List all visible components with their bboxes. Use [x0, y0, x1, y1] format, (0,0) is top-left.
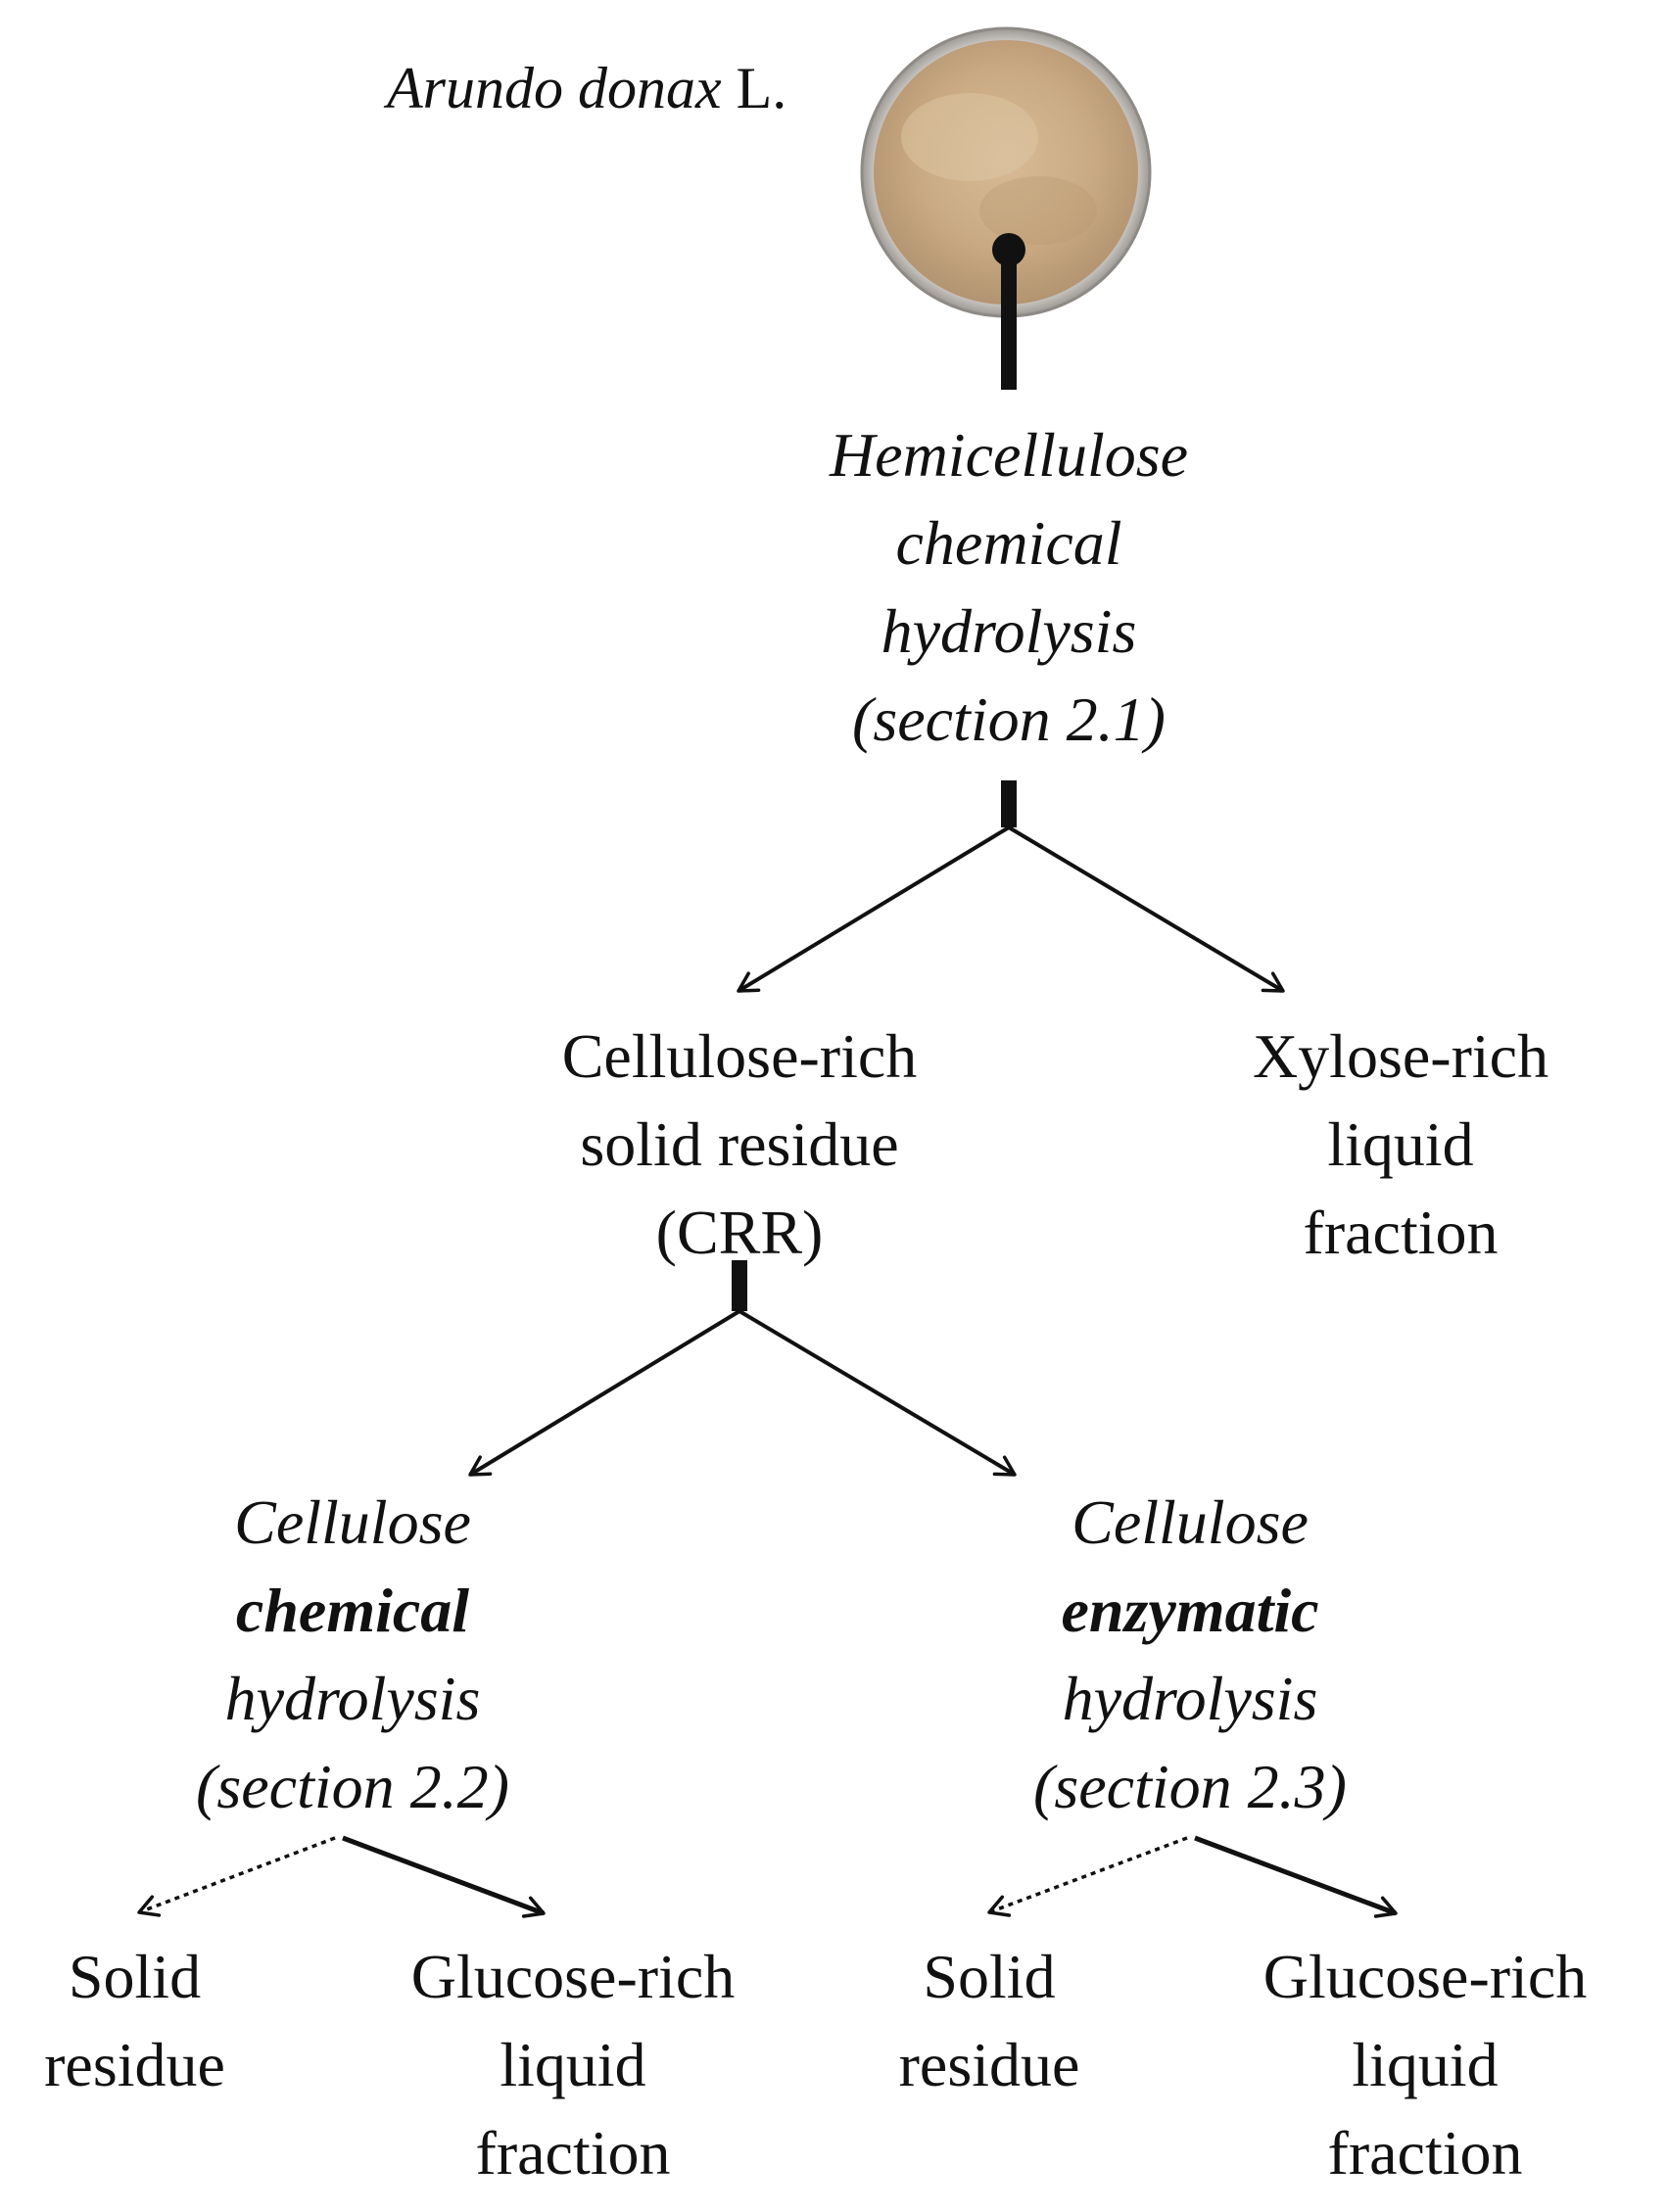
node-line: Solid — [923, 1942, 1056, 2011]
dotted-arrow-chemical-solid — [137, 1836, 336, 1917]
node-line: hydrolysis — [881, 596, 1137, 666]
node-line: chemical — [895, 508, 1122, 578]
node-cellulose-rich-residue: Cellulose-rich solid residue (CRR) — [470, 1012, 1009, 1277]
node-enzymatic-glucose-fraction: Glucose-rich liquid fraction — [1205, 1933, 1645, 2197]
node-line: (CRR) — [655, 1198, 824, 1267]
sample-dish-image — [860, 26, 1152, 318]
node-line: (section 2.1) — [852, 684, 1166, 754]
species-name: Arundo donax — [387, 56, 722, 120]
node-hemicellulose-hydrolysis: Hemicellulose chemical hydrolysis (secti… — [764, 411, 1254, 764]
node-line-emphasis: chemical — [235, 1576, 470, 1645]
species-authority: L. — [736, 56, 787, 120]
node-line-emphasis: enzymatic — [1061, 1576, 1319, 1645]
arrow-to-enzymatic — [738, 1309, 1017, 1477]
node-cellulose-chemical-hydrolysis: Cellulose chemical hydrolysis (section 2… — [127, 1479, 578, 1831]
node-line: Glucose-rich — [1262, 1942, 1588, 2011]
node-line: Solid — [68, 1942, 202, 2011]
node-line: Xylose-rich — [1252, 1021, 1549, 1091]
node-line: residue — [44, 2030, 225, 2099]
node-cellulose-enzymatic-hydrolysis: Cellulose enzymatic hydrolysis (section … — [965, 1479, 1415, 1831]
node-line: Glucose-rich — [410, 1942, 736, 2011]
node-chemical-glucose-fraction: Glucose-rich liquid fraction — [353, 1933, 793, 2197]
node-enzymatic-solid-residue: Solid residue — [852, 1933, 1126, 2109]
connector-stem-top — [1001, 250, 1017, 390]
node-line: Cellulose — [234, 1487, 471, 1557]
arrow-to-crr — [737, 825, 1011, 993]
dotted-arrow-enzymatic-solid — [987, 1836, 1188, 1917]
species-label: Arundo donax L. — [387, 49, 786, 127]
node-line: fraction — [1303, 1198, 1499, 1267]
node-line: liquid — [1327, 1109, 1474, 1179]
arrow-to-xylose — [1007, 825, 1285, 993]
node-line: liquid — [1352, 2030, 1499, 2099]
node-line: Hemicellulose — [829, 420, 1189, 490]
node-line: fraction — [1327, 2118, 1523, 2188]
arrow-enzymatic-liquid — [1194, 1835, 1398, 1918]
node-line: residue — [898, 2030, 1080, 2099]
node-line: liquid — [500, 2030, 646, 2099]
node-line: solid residue — [580, 1109, 899, 1179]
node-line: Cellulose — [1072, 1487, 1309, 1557]
node-line: fraction — [475, 2118, 671, 2188]
node-chemical-solid-residue: Solid residue — [0, 1933, 269, 2109]
node-line: Cellulose-rich — [561, 1021, 918, 1091]
node-xylose-rich-fraction: Xylose-rich liquid fraction — [1156, 1012, 1645, 1277]
node-line: (section 2.3) — [1033, 1752, 1347, 1821]
connector-stem-step1 — [1001, 780, 1017, 827]
arrow-chemical-liquid — [342, 1835, 546, 1918]
node-line: hydrolysis — [1062, 1664, 1318, 1733]
node-line: hydrolysis — [224, 1664, 481, 1733]
node-line: (section 2.2) — [196, 1752, 509, 1821]
arrow-to-chemical — [468, 1309, 741, 1477]
connector-stem-crr — [732, 1260, 747, 1311]
